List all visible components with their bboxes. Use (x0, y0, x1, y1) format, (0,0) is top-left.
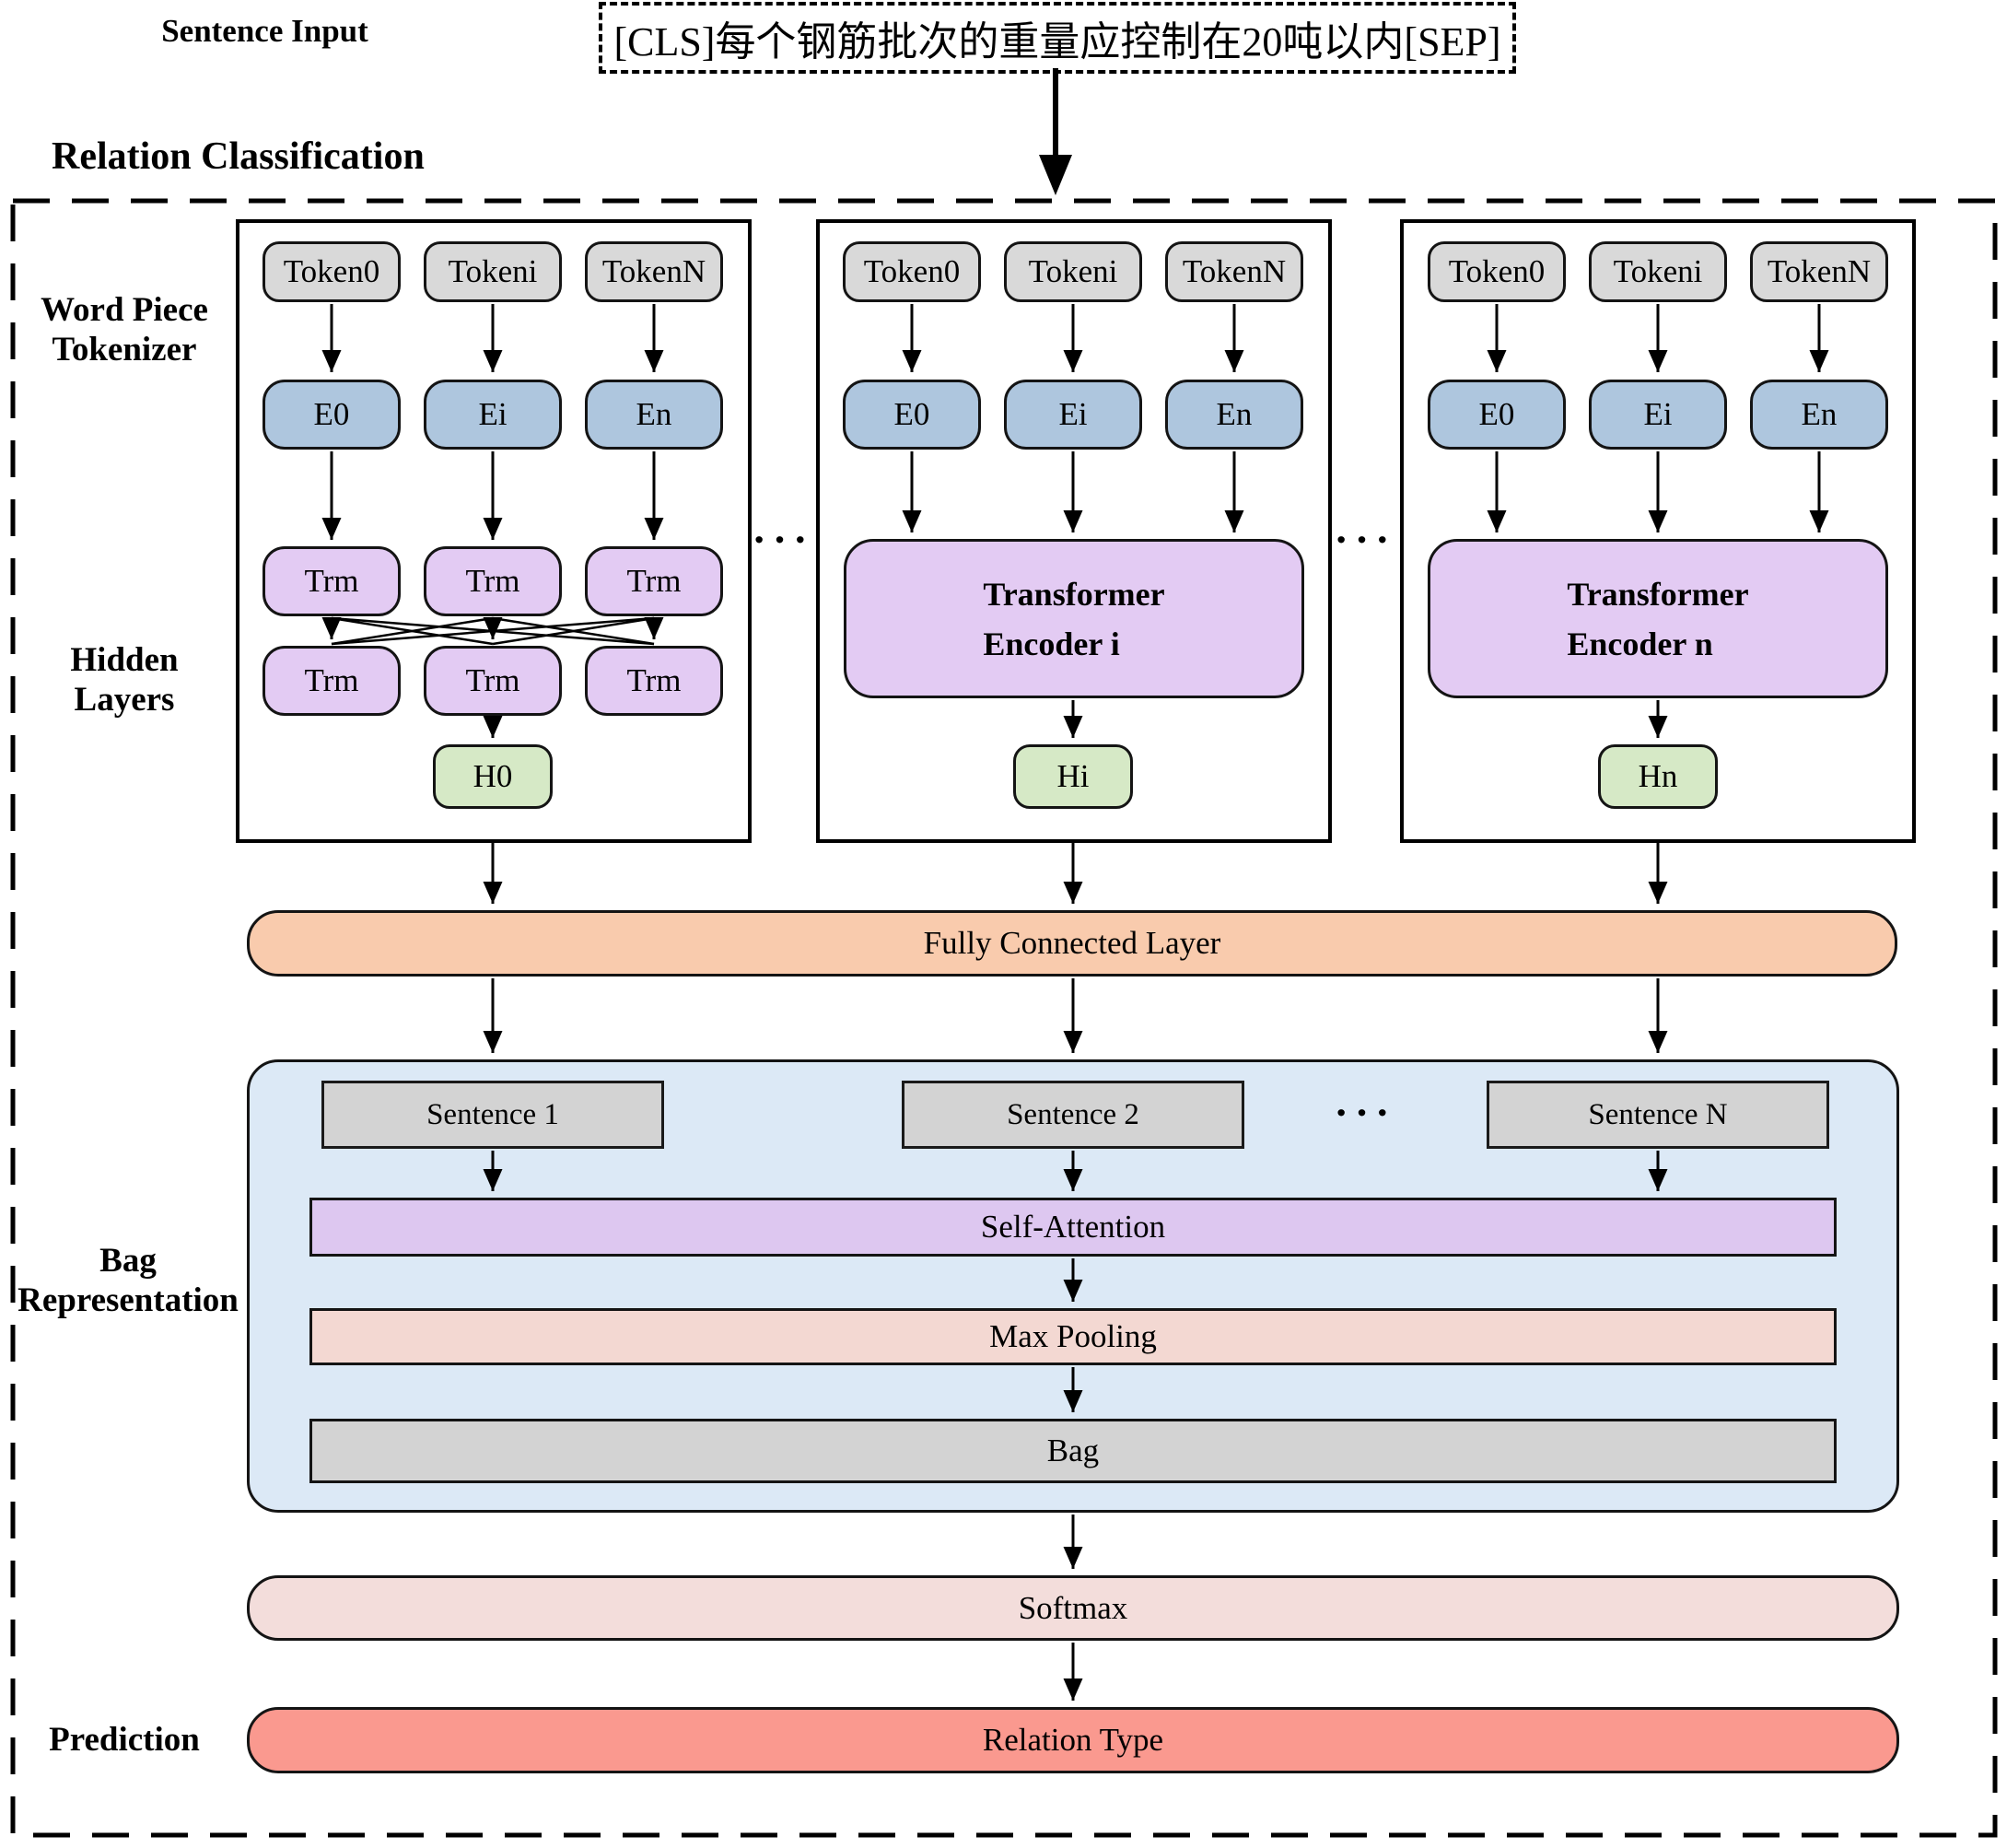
word-piece-line: Word Piece (41, 291, 208, 329)
ellipsis-between-panels: ··· (1334, 515, 1396, 563)
bag-bar: Bag (309, 1419, 1837, 1483)
transformer-encoder-text: Transformer Encoder i (983, 569, 1164, 669)
embedding-box: En (1165, 380, 1303, 450)
hidden-state-box: Hi (1013, 744, 1133, 809)
trm-box: Trm (263, 646, 401, 716)
transformer-encoder-box: Transformer Encoder i (844, 539, 1304, 698)
trm-box: Trm (585, 646, 723, 716)
diagram-title: Relation Classification (52, 135, 425, 178)
sentence-box: Sentence N (1487, 1081, 1829, 1149)
embedding-box: E0 (263, 380, 401, 450)
embedding-box: E0 (1428, 380, 1566, 450)
softmax-bar: Softmax (247, 1575, 1899, 1641)
layers-line: Layers (74, 680, 175, 719)
token-box: Token0 (263, 241, 401, 302)
self-attention-bar: Self-Attention (309, 1198, 1837, 1257)
embedding-box: En (585, 380, 723, 450)
trm-box: Trm (424, 646, 562, 716)
relation-type-bar: Relation Type (247, 1707, 1899, 1773)
hidden-layers-label: Hidden Layers (18, 641, 230, 720)
sentence-input-box: [CLS]每个钢筋批次的重量应控制在20吨以内[SEP] (599, 2, 1516, 74)
token-box: TokenN (1165, 241, 1303, 302)
prediction-label: Prediction (49, 1721, 200, 1759)
transformer-encoder-box: Transformer Encoder n (1428, 539, 1888, 698)
representation-line: Representation (18, 1281, 239, 1319)
embedding-box: Ei (1589, 380, 1727, 450)
embedding-box: Ei (1004, 380, 1142, 450)
token-box: Token0 (1428, 241, 1566, 302)
token-box: Tokeni (1004, 241, 1142, 302)
hidden-state-box: H0 (433, 744, 553, 809)
sentence-input-arrow (1039, 68, 1072, 195)
token-box: Token0 (843, 241, 981, 302)
encoder-line2: Encoder i (983, 625, 1120, 662)
transformer-encoder-text: Transformer Encoder n (1567, 569, 1748, 669)
bag-representation-label: Bag Representation (7, 1242, 249, 1321)
sentence-box: Sentence 1 (321, 1081, 664, 1149)
trm-box: Trm (263, 546, 401, 616)
embedding-box: E0 (843, 380, 981, 450)
bag-line: Bag (99, 1242, 157, 1280)
ellipsis-between-sentences: ··· (1334, 1088, 1396, 1136)
trm-box: Trm (585, 546, 723, 616)
token-box: Tokeni (1589, 241, 1727, 302)
hidden-line: Hidden (70, 641, 179, 679)
encoder-line2: Encoder n (1567, 625, 1713, 662)
tokenizer-line: Tokenizer (52, 330, 197, 368)
trm-box: Trm (424, 546, 562, 616)
encoder-line1: Transformer (983, 575, 1165, 613)
embedding-box: Ei (424, 380, 562, 450)
fully-connected-layer-bar: Fully Connected Layer (247, 910, 1897, 977)
token-box: Tokeni (424, 241, 562, 302)
token-box: TokenN (585, 241, 723, 302)
max-pooling-bar: Max Pooling (309, 1308, 1837, 1365)
sentence-box: Sentence 2 (902, 1081, 1244, 1149)
ellipsis-between-panels: ··· (752, 515, 814, 563)
word-piece-tokenizer-label: Word Piece Tokenizer (18, 291, 230, 370)
token-box: TokenN (1750, 241, 1888, 302)
embedding-box: En (1750, 380, 1888, 450)
encoder-line1: Transformer (1567, 575, 1749, 613)
hidden-state-box: Hn (1598, 744, 1718, 809)
sentence-input-label: Sentence Input (161, 13, 368, 49)
sentence-text: [CLS]每个钢筋批次的重量应控制在20吨以内[SEP] (613, 19, 1501, 64)
